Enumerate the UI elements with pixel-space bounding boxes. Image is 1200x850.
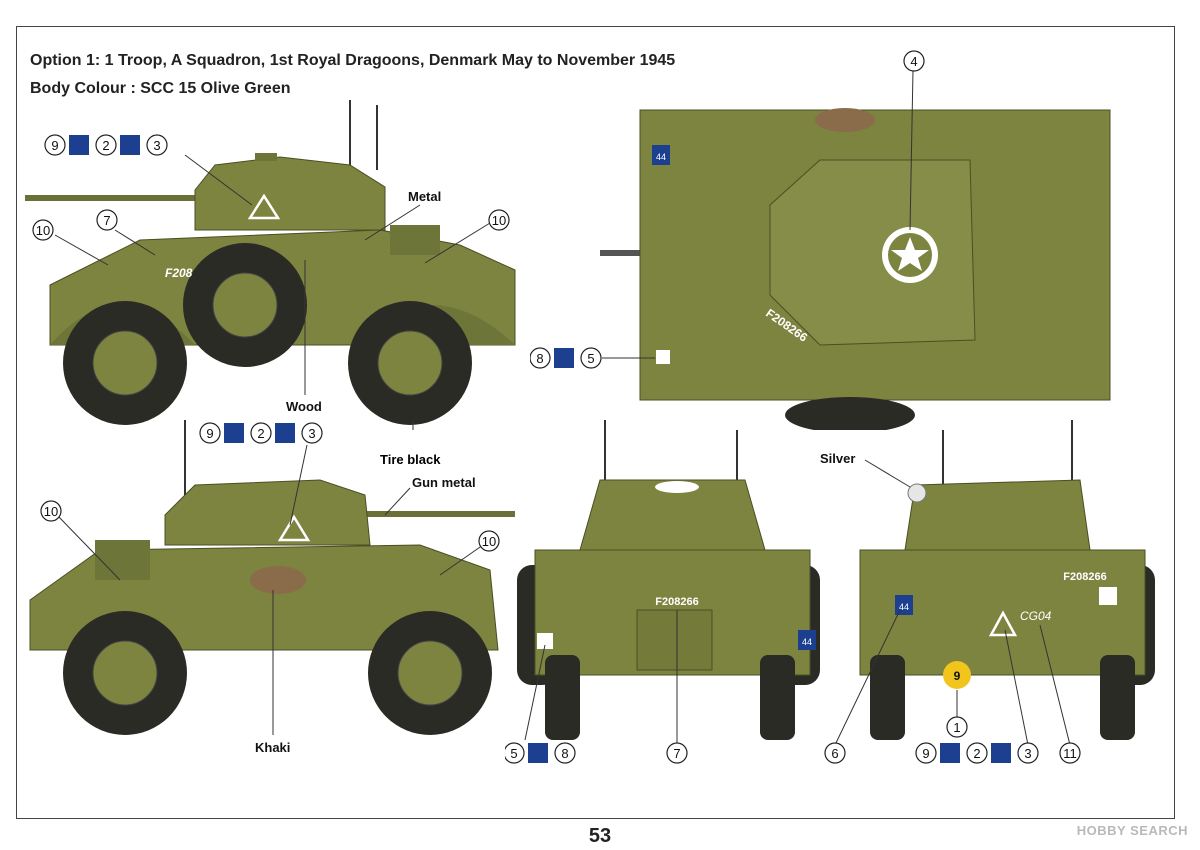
svg-text:6: 6 (831, 746, 838, 761)
svg-text:2: 2 (257, 426, 264, 441)
svg-text:11: 11 (1063, 746, 1077, 761)
side-registration: F208 (165, 266, 193, 280)
option-title: Option 1: 1 Troop, A Squadron, 1st Royal… (30, 52, 676, 69)
svg-text:3: 3 (1024, 746, 1031, 761)
top-view: 44 F208266 4 8 5 (530, 50, 1111, 430)
svg-text:9: 9 (922, 746, 929, 761)
right-side-view: Gun metal Khaki 9 2 3 10 10 (29, 420, 515, 755)
wood-label: Wood (286, 399, 322, 414)
front-view: F208266 44 5 8 7 (505, 420, 820, 764)
watermark: HOBBY SEARCH (1076, 823, 1188, 838)
rear-registration: F208266 (1063, 571, 1106, 583)
svg-text:7: 7 (673, 746, 680, 761)
page-frame (16, 26, 1175, 819)
svg-text:44: 44 (656, 152, 666, 162)
gun-metal-label: Gun metal (412, 475, 476, 490)
metal-label: Metal (408, 189, 441, 204)
svg-text:44: 44 (899, 602, 909, 612)
svg-text:1: 1 (953, 720, 960, 735)
svg-text:3: 3 (153, 138, 160, 153)
svg-text:2: 2 (973, 746, 980, 761)
svg-text:8: 8 (561, 746, 568, 761)
silver-label: Silver (820, 451, 855, 466)
svg-text:10: 10 (492, 213, 506, 228)
svg-text:8: 8 (536, 351, 543, 366)
svg-text:9: 9 (51, 138, 58, 153)
svg-text:5: 5 (587, 351, 594, 366)
body-colour-text: Body Colour : SCC 15 Olive Green (30, 80, 291, 97)
page-number: 53 (588, 825, 612, 847)
svg-text:10: 10 (44, 504, 58, 519)
bridge-classification: 9 (954, 669, 961, 683)
svg-text:44: 44 (802, 637, 812, 647)
svg-text:2: 2 (102, 138, 109, 153)
left-side-view: F208 Metal Wood 9 2 3 10 7 10 (25, 100, 516, 430)
svg-text:3: 3 (308, 426, 315, 441)
svg-text:10: 10 (36, 223, 50, 238)
svg-text:10: 10 (482, 534, 496, 549)
khaki-label: Khaki (255, 740, 290, 755)
cg04-marking: CG04 (1020, 609, 1052, 623)
rear-view: 44 F208266 CG04 9 Silver 6 1 9 2 3 11 (820, 420, 1155, 764)
svg-text:9: 9 (206, 426, 213, 441)
front-registration: F208266 (655, 596, 698, 608)
tire-black-label: Tire black (380, 452, 441, 467)
svg-text:5: 5 (510, 746, 517, 761)
svg-text:7: 7 (103, 213, 110, 228)
svg-text:4: 4 (910, 54, 917, 69)
